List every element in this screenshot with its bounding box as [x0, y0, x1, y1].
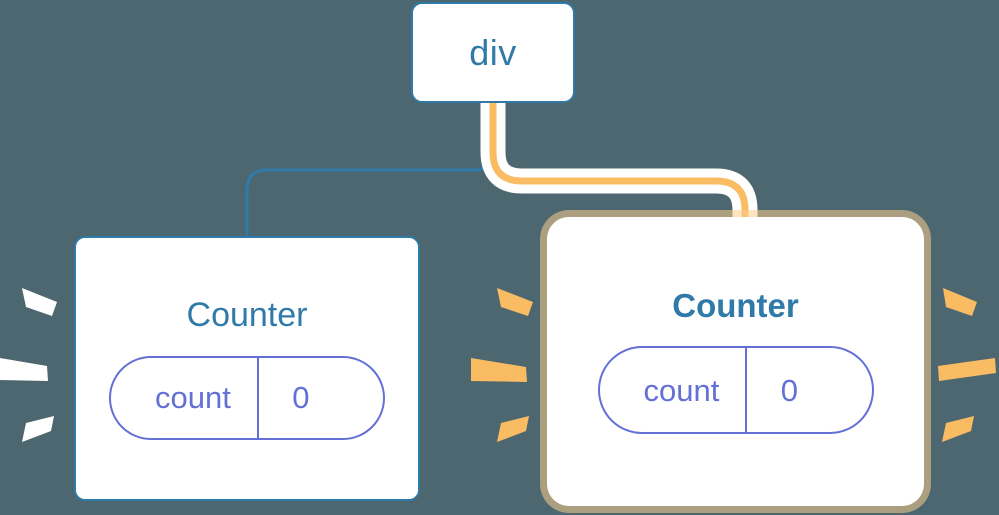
node-counter-right-label: Counter [672, 287, 799, 324]
edge-div-to-counter-right-halo [480, 103, 758, 230]
node-counter-left[interactable]: Counter count 0 [74, 236, 420, 501]
node-div[interactable]: div [411, 2, 575, 103]
sparkle-left-box-right-icon [471, 288, 533, 442]
state-pill-left[interactable]: count 0 [109, 355, 385, 440]
state-key-left: count [155, 380, 231, 415]
state-value-left: 0 [256, 357, 351, 438]
state-value-right: 0 [745, 348, 839, 432]
node-counter-right[interactable]: Counter count 0 [547, 217, 924, 506]
node-counter-left-label: Counter [186, 295, 308, 334]
edge-div-to-counter-right [489, 103, 749, 232]
node-div-label: div [469, 31, 517, 73]
state-pill-right[interactable]: count 0 [597, 346, 874, 434]
state-key-right: count [643, 372, 720, 408]
edge-div-to-counter-left [245, 101, 495, 238]
sparkle-right-box-right-icon [938, 288, 996, 442]
sparkle-left-box-left-icon [0, 288, 57, 442]
